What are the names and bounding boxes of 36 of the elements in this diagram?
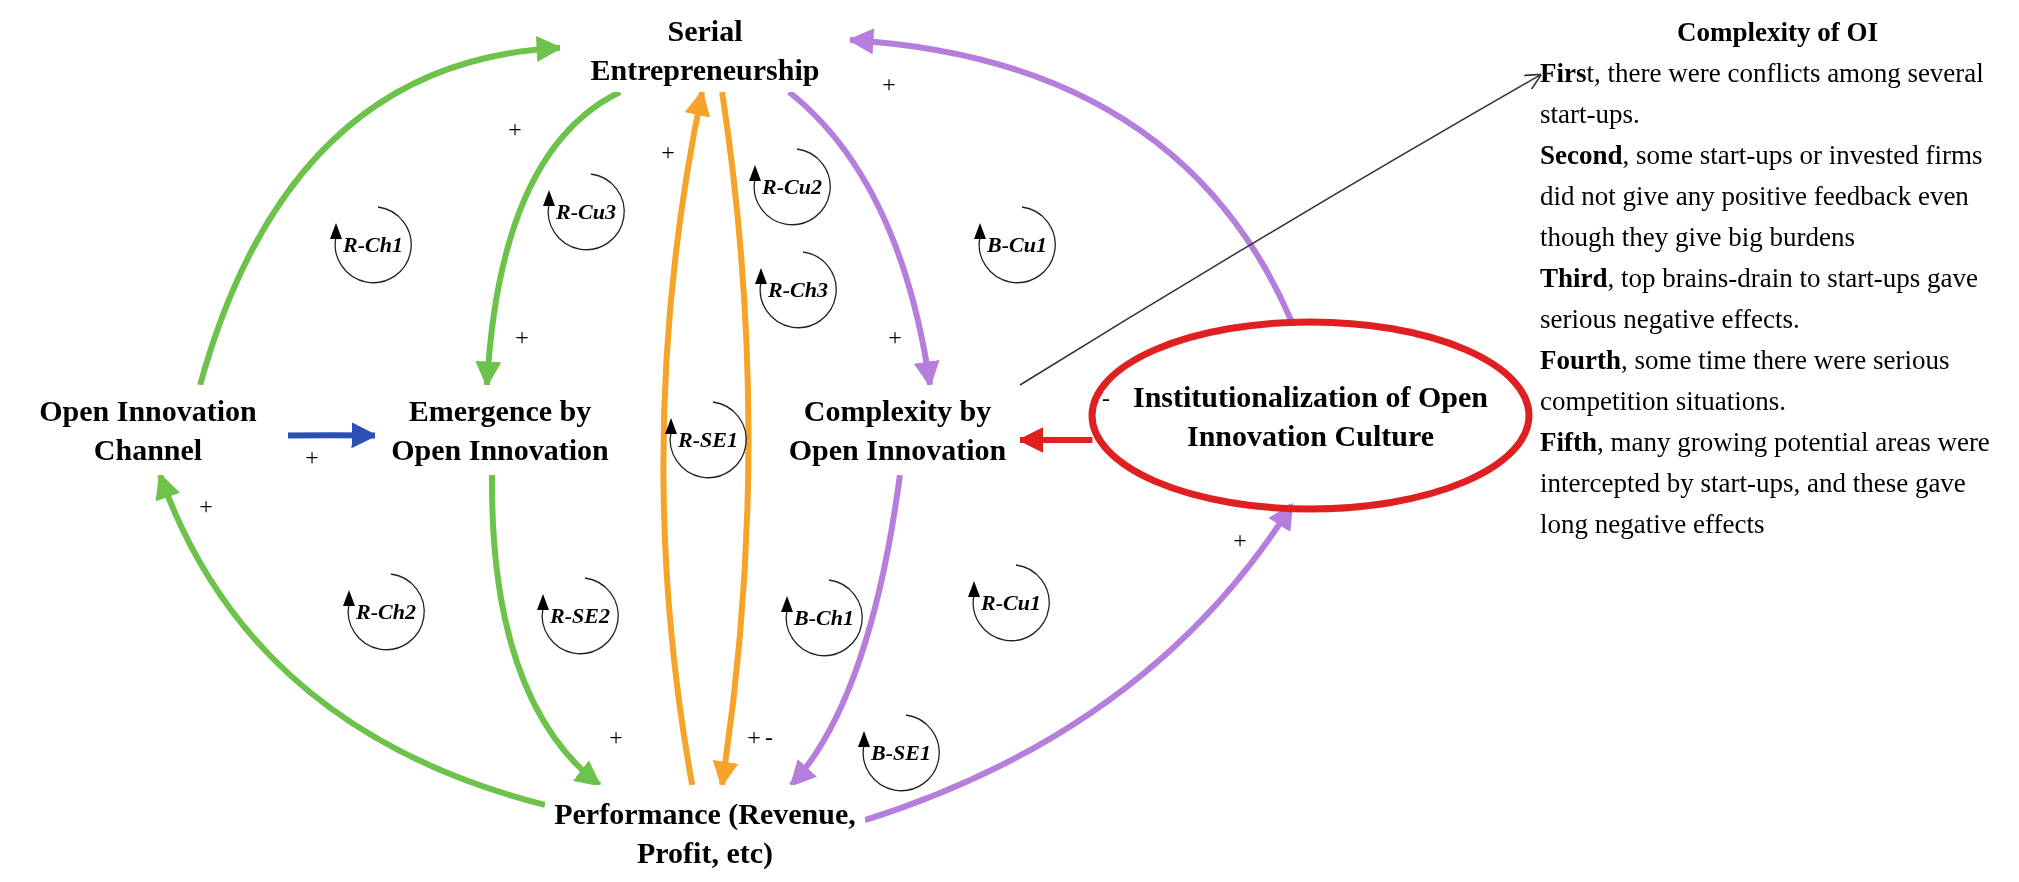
ellipse-node [1088, 318, 1533, 513]
note-paragraph: Second, some start-ups or invested firms did not give any positive feedback even though they give big burdens [1540, 139, 1984, 254]
loop-label: R-SE2 [550, 605, 610, 627]
polarity-sign: - [1102, 386, 1110, 410]
arrow [489, 474, 602, 788]
polarity-sign: + [199, 494, 213, 518]
polarity-sign: + [747, 725, 761, 749]
polarity-sign: - [765, 725, 773, 749]
polarity-sign: + [888, 325, 902, 349]
polarity-sign: + [1233, 528, 1247, 552]
arrow [789, 474, 903, 787]
loop-label: R-Ch1 [343, 234, 403, 256]
polarity-sign: + [305, 445, 319, 469]
loop-label: R-Ch3 [768, 279, 828, 301]
polarity-sign: + [508, 117, 522, 141]
polarity-sign: + [515, 325, 529, 349]
loop-label: R-Cu3 [556, 201, 616, 223]
polarity-sign: + [882, 72, 896, 96]
polarity-sign: + [609, 725, 623, 749]
arrow [864, 503, 1295, 823]
loop-label: R-Cu2 [762, 176, 822, 198]
note-heading: Complexity of OI [1676, 16, 1879, 49]
note-paragraph: Fourth, some time there were serious competition situations. [1540, 344, 1951, 418]
loop-label: B-Ch1 [794, 607, 854, 629]
loop-label: B-SE1 [871, 742, 931, 764]
loop-label: B-Cu1 [987, 234, 1047, 256]
loop-label: R-SE1 [678, 429, 738, 451]
note-paragraph: Third, top brains-drain to start-ups gave serious negative effects. [1540, 262, 1979, 336]
loop-label: R-Cu1 [981, 592, 1041, 614]
note-paragraph: First, there were conflicts among several start-ups. [1540, 57, 1985, 131]
polarity-sign: + [661, 140, 675, 164]
arrow [1019, 73, 1543, 386]
loop-label: R-Ch2 [356, 601, 416, 623]
arrow [712, 91, 752, 788]
node-label: Institutionalization of Open Innovation Culture [1131, 378, 1490, 454]
note-paragraph: Fifth, many growing potential areas were intercepted by start-ups, and these gave long negative effects [1540, 426, 1991, 541]
